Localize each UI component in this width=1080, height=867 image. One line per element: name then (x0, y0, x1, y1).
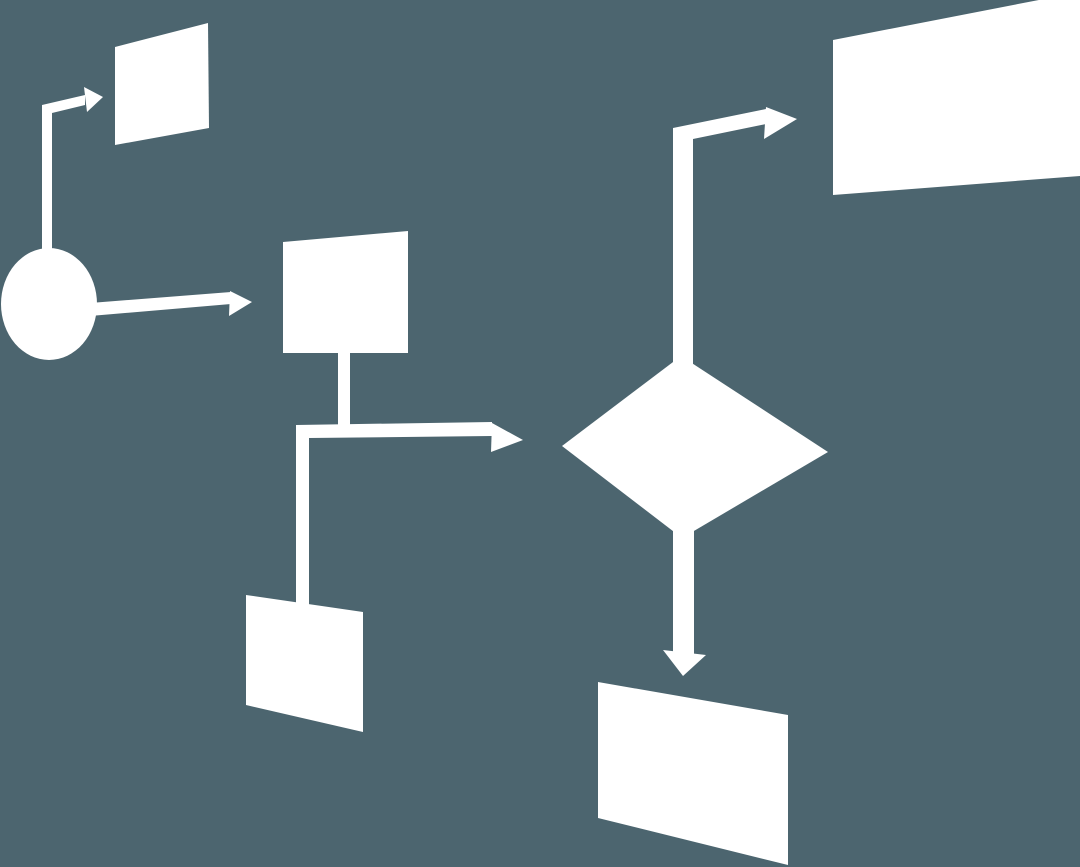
connectors-layer (42, 87, 797, 676)
edge-decision-to-top-right-shaft (673, 109, 766, 366)
top-left-parallelogram-node (115, 23, 209, 145)
edge-start-to-top-left-arrowhead-icon (84, 87, 103, 112)
edge-middle-stem-shaft (338, 352, 350, 432)
edge-decision-to-bottom-right-shaft (673, 528, 694, 655)
edge-decision-to-bottom-right-arrowhead-icon (663, 650, 706, 676)
edge-start-to-middle (90, 291, 252, 316)
edge-junction-to-decision-and-bottom-left-shaft (296, 422, 492, 606)
bottom-left-parallelogram-node (246, 595, 363, 732)
start-ellipse-node (1, 248, 97, 360)
edge-start-to-middle-shaft (90, 292, 231, 316)
middle-process-node (283, 231, 408, 353)
edge-decision-to-top-right-arrowhead-icon (764, 107, 797, 139)
edge-start-to-middle-arrowhead-icon (229, 291, 252, 316)
edge-junction-to-decision-and-bottom-left-arrowhead-icon (491, 423, 523, 452)
edge-start-to-top-left-shaft (42, 95, 85, 252)
bottom-right-parallelogram-node (598, 682, 788, 865)
edge-decision-to-top-right (673, 107, 797, 366)
edge-middle-stem (338, 352, 350, 432)
edge-junction-to-decision-and-bottom-left (296, 422, 523, 606)
edge-decision-to-bottom-right (663, 528, 706, 676)
edge-start-to-top-left (42, 87, 103, 252)
decision-diamond-node (562, 356, 828, 538)
top-right-rectangle-node (833, 0, 1080, 195)
